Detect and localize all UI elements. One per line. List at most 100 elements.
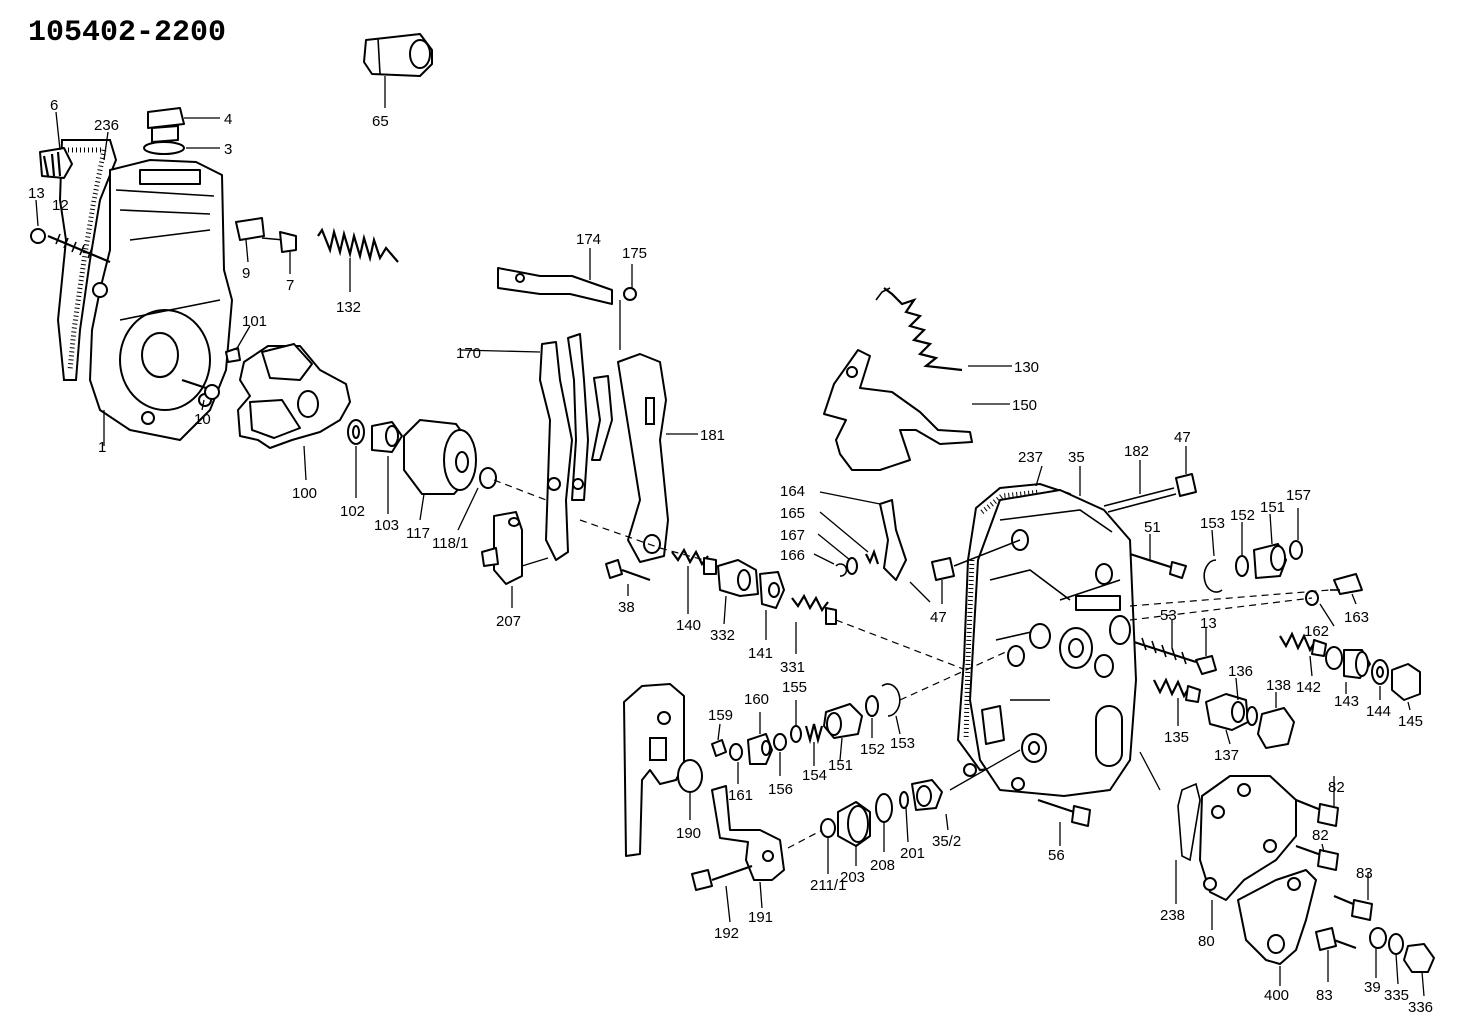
axis-line-4 — [1129, 589, 1331, 607]
part-80-cover — [1199, 775, 1297, 930]
label-159: 159 — [708, 707, 733, 724]
label-65: 65 — [372, 113, 389, 130]
label-13-right: 13 — [1200, 615, 1217, 632]
label-118-1: 118/1 — [432, 535, 468, 552]
label-151-top: 151 — [1260, 499, 1285, 516]
label-138: 138 — [1266, 677, 1291, 694]
part-207-block — [481, 511, 549, 608]
label-190: 190 — [676, 825, 701, 842]
label-53: 53 — [1160, 607, 1177, 624]
label-7: 7 — [286, 277, 294, 294]
leader-236 — [103, 131, 109, 161]
axis-line-1 — [493, 479, 547, 501]
part-102-washer — [347, 419, 365, 498]
part-103-sleeve — [371, 421, 403, 514]
label-101: 101 — [242, 313, 267, 330]
part-35-pump-housing — [956, 465, 1137, 797]
part-82-bolt-a — [1295, 776, 1339, 827]
label-47-left: 47 — [930, 609, 947, 626]
axis-line-2 — [835, 619, 967, 671]
part-152-oring-b — [865, 695, 879, 738]
label-150: 150 — [1012, 397, 1037, 414]
part-117-drum — [403, 419, 477, 521]
label-80: 80 — [1198, 933, 1215, 950]
part-157-washer — [1289, 508, 1303, 560]
label-237: 237 — [1018, 449, 1043, 466]
part-118-1-ring — [457, 467, 497, 531]
axis-line-5 — [787, 827, 827, 849]
part-238-gasket-ring — [1139, 751, 1201, 904]
part-156-washer — [773, 733, 787, 776]
label-151-bottom: 151 — [828, 757, 853, 774]
part-4-plug — [143, 107, 220, 155]
label-191: 191 — [748, 909, 773, 926]
label-236: 236 — [94, 117, 119, 134]
part-332-nut — [717, 559, 759, 625]
label-35: 35 — [1068, 449, 1085, 466]
label-163: 163 — [1344, 609, 1369, 626]
part-83-bolt-b — [1315, 927, 1357, 982]
label-56: 56 — [1048, 847, 1065, 864]
label-160: 160 — [744, 691, 769, 708]
part-151-sleeve — [1253, 513, 1287, 579]
label-181: 181 — [700, 427, 725, 444]
part-100-flyweight-assembly — [237, 343, 351, 481]
part-163-plug — [1330, 573, 1363, 605]
label-142: 142 — [1296, 679, 1321, 696]
part-150-lever — [823, 349, 1010, 471]
label-174: 174 — [576, 231, 601, 248]
diagram-id: 105402-2200 — [28, 16, 226, 50]
part-51-bolt — [1129, 534, 1187, 579]
label-4: 4 — [224, 111, 232, 128]
label-203: 203 — [840, 869, 865, 886]
part-138-nut — [1257, 692, 1295, 749]
label-335: 335 — [1384, 987, 1409, 1004]
part-143-nut — [1325, 646, 1347, 694]
part-145-cap — [1391, 663, 1421, 711]
label-175: 175 — [622, 245, 647, 262]
label-140: 140 — [676, 617, 701, 634]
label-154: 154 — [802, 767, 827, 784]
label-143: 143 — [1334, 693, 1359, 710]
label-400: 400 — [1264, 987, 1289, 1004]
axis-line-7 — [579, 519, 661, 549]
part-181-lever — [617, 353, 698, 563]
part-175-clip — [619, 264, 637, 350]
label-82-mid: 82 — [1312, 827, 1329, 844]
label-102: 102 — [340, 503, 365, 520]
label-141: 141 — [748, 645, 773, 662]
part-170-lever-assembly — [459, 333, 613, 561]
label-82-top: 82 — [1328, 779, 1345, 796]
part-167-washer — [817, 533, 858, 575]
label-103: 103 — [374, 517, 399, 534]
label-166: 166 — [780, 547, 805, 564]
part-101-pin — [225, 325, 251, 363]
part-153-clip — [1203, 529, 1223, 593]
part-164-plate — [819, 491, 907, 581]
part-12-bolt — [30, 199, 111, 264]
part-140-spring-bolt — [671, 547, 717, 614]
part-152-oring — [1235, 522, 1249, 577]
label-192: 192 — [714, 925, 739, 942]
label-6: 6 — [50, 97, 58, 114]
label-155: 155 — [782, 679, 807, 696]
part-190-bracket — [623, 683, 703, 857]
label-145: 145 — [1398, 713, 1423, 730]
label-51: 51 — [1144, 519, 1161, 536]
part-82-bolt-b — [1295, 843, 1339, 871]
part-135-spring-bolt — [1153, 677, 1201, 726]
part-182-pin — [1103, 460, 1177, 513]
label-152-top: 152 — [1230, 507, 1255, 524]
part-6-screw-plug — [39, 111, 73, 179]
label-13-left: 13 — [28, 185, 45, 202]
label-161: 161 — [728, 787, 753, 804]
part-1-governor-housing — [56, 139, 233, 446]
label-47-top: 47 — [1174, 429, 1191, 446]
label-182: 182 — [1124, 443, 1149, 460]
label-100: 100 — [292, 485, 317, 502]
axis-line-3 — [1129, 597, 1313, 621]
part-203-ring — [837, 801, 871, 866]
part-13-nut-right — [1195, 628, 1217, 675]
part-159-pin — [711, 723, 727, 757]
label-3: 3 — [224, 141, 232, 158]
